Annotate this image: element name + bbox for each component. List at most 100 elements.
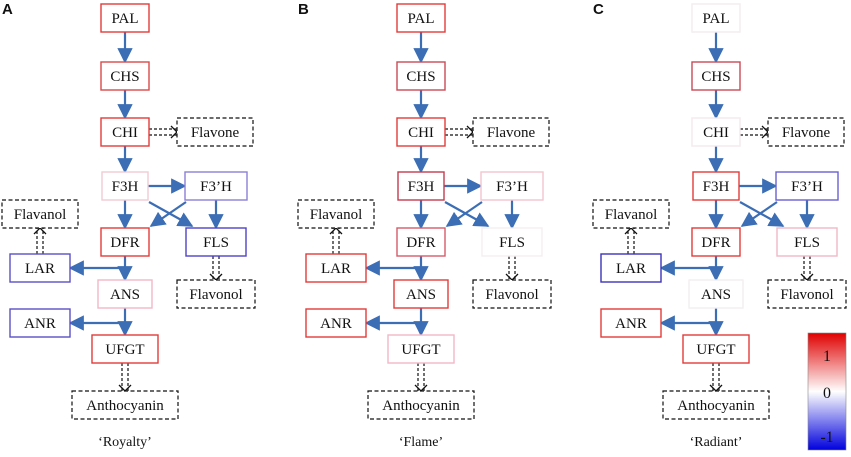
product-arrow bbox=[121, 363, 129, 391]
product-label-flavone: Flavone bbox=[782, 125, 831, 141]
enzyme-box-ufgt bbox=[91, 334, 159, 364]
enzyme-label-anr: ANR bbox=[615, 316, 647, 332]
enzyme-box-ans bbox=[688, 279, 744, 309]
enzyme-label-chs: CHS bbox=[701, 69, 730, 85]
enzyme-label-anr: ANR bbox=[24, 316, 56, 332]
enzyme-box-ans bbox=[97, 279, 153, 309]
product-label-flavanol: Flavanol bbox=[605, 207, 658, 223]
product-box-flavone bbox=[767, 117, 845, 147]
enzyme-label-ans: ANS bbox=[110, 287, 140, 303]
product-label-anthocyanin: Anthocyanin bbox=[382, 398, 460, 414]
enzyme-box-anr bbox=[600, 308, 662, 338]
product-label-flavonol: Flavonol bbox=[189, 287, 242, 303]
enzyme-label-chi: CHI bbox=[408, 125, 434, 141]
pathway-arrow bbox=[444, 201, 490, 227]
product-box-flavone bbox=[472, 117, 550, 147]
scale-min-label: -1 bbox=[820, 429, 833, 446]
enzyme-label-pal: PAL bbox=[408, 11, 435, 27]
product-arrow bbox=[417, 363, 425, 391]
enzyme-box-anr bbox=[305, 308, 367, 338]
enzyme-box-dfr bbox=[100, 227, 150, 257]
product-box-flavanol bbox=[1, 199, 79, 229]
product-box-flavonol bbox=[176, 279, 256, 309]
product-arrow-head bbox=[414, 384, 428, 392]
enzyme-label-chs: CHS bbox=[110, 69, 139, 85]
product-arrow-head bbox=[709, 384, 723, 392]
enzyme-box-fls bbox=[481, 227, 543, 257]
enzyme-label-pal: PAL bbox=[703, 11, 730, 27]
product-arrow-head bbox=[33, 227, 47, 235]
scale-max-label: 1 bbox=[823, 348, 831, 365]
product-arrow-head bbox=[800, 273, 814, 281]
panel-caption: ‘Radiant’ bbox=[690, 435, 743, 450]
enzyme-box-dfr bbox=[396, 227, 446, 257]
panel-caption: ‘Flame’ bbox=[399, 435, 443, 450]
enzyme-box-f3ph bbox=[775, 171, 839, 201]
pathway-arrow bbox=[739, 201, 785, 227]
product-box-flavonol bbox=[767, 279, 847, 309]
enzyme-box-pal bbox=[396, 3, 446, 33]
product-box-anthocyanin bbox=[662, 390, 770, 420]
enzyme-label-chi: CHI bbox=[112, 125, 138, 141]
product-arrow bbox=[740, 128, 768, 136]
enzyme-label-anr: ANR bbox=[320, 316, 352, 332]
product-box-anthocyanin bbox=[71, 390, 179, 420]
product-box-flavanol bbox=[297, 199, 375, 229]
product-label-flavonol: Flavonol bbox=[485, 287, 538, 303]
enzyme-box-chi bbox=[396, 117, 446, 147]
scale-mid-label: 0 bbox=[823, 385, 831, 402]
product-arrow-head bbox=[761, 125, 769, 139]
product-arrow-head bbox=[209, 273, 223, 281]
product-arrow-head bbox=[505, 273, 519, 281]
enzyme-box-f3h bbox=[692, 171, 740, 201]
product-arrow-head bbox=[118, 384, 132, 392]
color-scale: 1 0 -1 bbox=[807, 332, 847, 451]
product-label-flavone: Flavone bbox=[191, 125, 240, 141]
pathway-arrow bbox=[149, 201, 187, 227]
enzyme-box-chi bbox=[691, 117, 741, 147]
product-label-anthocyanin: Anthocyanin bbox=[86, 398, 164, 414]
enzyme-box-pal bbox=[691, 3, 741, 33]
product-label-flavone: Flavone bbox=[487, 125, 536, 141]
product-label-flavanol: Flavanol bbox=[310, 207, 363, 223]
enzyme-label-ans: ANS bbox=[701, 287, 731, 303]
panel-letter: A bbox=[2, 1, 13, 18]
enzyme-label-f3h: F3H bbox=[703, 179, 730, 195]
enzyme-box-chs bbox=[691, 61, 741, 91]
product-box-flavanol bbox=[592, 199, 670, 229]
enzyme-box-f3ph bbox=[184, 171, 248, 201]
enzyme-box-chs bbox=[396, 61, 446, 91]
product-arrow-head bbox=[624, 227, 638, 235]
enzyme-label-ufgt: UFGT bbox=[105, 342, 144, 358]
product-arrow bbox=[712, 363, 720, 391]
enzyme-label-f3h: F3H bbox=[112, 179, 139, 195]
enzyme-label-dfr: DFR bbox=[701, 235, 730, 251]
enzyme-box-dfr bbox=[691, 227, 741, 257]
product-label-flavanol: Flavanol bbox=[14, 207, 67, 223]
enzyme-box-f3ph bbox=[480, 171, 544, 201]
enzyme-label-dfr: DFR bbox=[406, 235, 435, 251]
product-box-anthocyanin bbox=[367, 390, 475, 420]
product-arrow bbox=[149, 128, 177, 136]
product-arrow bbox=[445, 128, 473, 136]
enzyme-label-fls: FLS bbox=[794, 235, 820, 251]
enzyme-label-ufgt: UFGT bbox=[696, 342, 735, 358]
enzyme-label-f3h: F3H bbox=[408, 179, 435, 195]
product-label-flavonol: Flavonol bbox=[780, 287, 833, 303]
panel-letter: B bbox=[298, 1, 309, 18]
enzyme-label-dfr: DFR bbox=[110, 235, 139, 251]
enzyme-label-fls: FLS bbox=[203, 235, 229, 251]
enzyme-box-lar bbox=[600, 253, 662, 283]
enzyme-box-chs bbox=[100, 61, 150, 91]
enzyme-box-lar bbox=[305, 253, 367, 283]
product-arrow bbox=[627, 228, 635, 254]
panel-caption: ‘Royalty’ bbox=[98, 435, 152, 450]
enzyme-box-f3h bbox=[101, 171, 149, 201]
pathway-arrow bbox=[740, 201, 778, 227]
enzyme-label-chi: CHI bbox=[703, 125, 729, 141]
product-arrow bbox=[212, 256, 220, 280]
